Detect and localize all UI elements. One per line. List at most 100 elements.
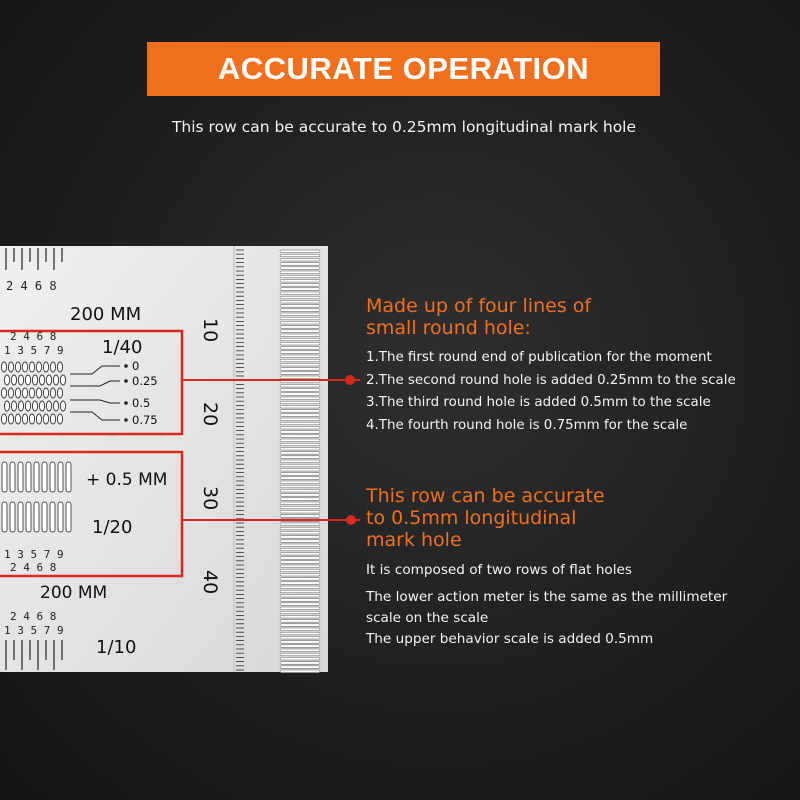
title-banner: ACCURATE OPERATION [147, 42, 660, 96]
half-digits-odd: 1 3 5 7 9 [4, 548, 64, 561]
slot [279, 367, 321, 371]
banner-title: ACCURATE OPERATION [217, 51, 590, 86]
slot [279, 640, 321, 644]
slot [279, 543, 321, 547]
flat-holes [1, 461, 72, 533]
round-holes [0, 361, 67, 425]
slot [279, 325, 321, 329]
slot [279, 346, 321, 350]
round-hole [21, 413, 29, 425]
section1-heading: Made up of four lines of small round hol… [366, 295, 591, 339]
section1-heading-line: small round hole: [366, 317, 531, 339]
flat-hole [49, 501, 56, 533]
slot [279, 493, 321, 497]
round-hole [49, 413, 57, 425]
ruler-illustration: 2 4 6 8 200 MM 2 4 6 8 1 3 5 7 9 1/40 0 … [0, 246, 360, 673]
vertical-number-40: 40 [199, 570, 221, 594]
round-hole [14, 387, 22, 399]
offset-025: 0.25 [132, 374, 158, 388]
round-hole [56, 361, 64, 373]
slot [279, 279, 321, 283]
slot [279, 526, 321, 531]
slot [279, 354, 321, 358]
vertical-number-20: 20 [199, 402, 221, 426]
slot [279, 652, 321, 657]
slot [279, 363, 321, 367]
round-hole [28, 361, 36, 373]
round-hole [7, 413, 15, 425]
round-hole [7, 361, 15, 373]
slot [279, 384, 321, 388]
flat-hole [41, 461, 48, 493]
slot [279, 375, 321, 379]
slot [279, 602, 321, 606]
slot [279, 468, 321, 472]
half-digits-even: 2 4 6 8 [10, 561, 56, 574]
slot [279, 522, 321, 526]
round-hole [14, 413, 22, 425]
slot [279, 476, 321, 480]
slot [279, 573, 321, 577]
slot [279, 342, 321, 346]
flat-hole [9, 461, 16, 493]
round-hole [10, 400, 18, 412]
slot [279, 631, 321, 636]
round-hole [38, 374, 46, 386]
half-ratio: 1/20 [92, 517, 132, 538]
slot [279, 405, 321, 409]
marker-dot-1 [340, 375, 355, 385]
slot [279, 262, 321, 266]
slot [279, 636, 321, 640]
slot [279, 253, 321, 258]
slot [279, 497, 321, 501]
round-hole [7, 387, 15, 399]
top-digits: 2 4 6 8 [6, 279, 57, 293]
round-hole [56, 387, 64, 399]
flat-hole [41, 501, 48, 533]
slot [279, 249, 321, 253]
slot [279, 316, 321, 321]
section2-heading: This row can be accurate to 0.5mm longit… [366, 485, 605, 551]
quarter-digits-odd: 1 3 5 7 9 [4, 344, 64, 357]
slot [279, 661, 321, 665]
round-hole [35, 387, 43, 399]
quarter-digits-even: 2 4 6 8 [10, 330, 56, 343]
tenth-ratio: 1/10 [96, 637, 136, 658]
slot [279, 623, 321, 627]
offset-05: 0.5 [132, 396, 150, 410]
slot [279, 459, 321, 463]
slot [279, 484, 321, 489]
slot [279, 501, 321, 505]
flat-hole [17, 501, 24, 533]
slot [279, 270, 321, 274]
round-hole [21, 387, 29, 399]
round-hole [21, 361, 29, 373]
section1-heading-line: Made up of four lines of [366, 295, 592, 317]
slot [279, 312, 321, 316]
round-hole [0, 387, 8, 399]
top-scale-label: 200 MM [70, 304, 141, 325]
subtitle: This row can be accurate to 0.25mm longi… [171, 118, 637, 136]
vertical-number-30: 30 [199, 486, 221, 510]
bottom-scale-label: 200 MM [40, 583, 107, 603]
slot [279, 585, 321, 589]
slot [279, 350, 321, 354]
offset-leaders [70, 365, 120, 421]
slot [279, 430, 321, 434]
offset-0: 0 [132, 359, 139, 373]
slot [279, 606, 321, 610]
slot [279, 560, 321, 564]
round-hole [45, 400, 53, 412]
round-hole [42, 361, 50, 373]
vertical-number-10: 10 [199, 318, 221, 342]
round-hole [24, 374, 32, 386]
round-hole [3, 374, 11, 386]
slot [279, 438, 321, 442]
round-hole [31, 374, 39, 386]
offset-075: 0.75 [132, 413, 158, 427]
slot [279, 417, 321, 421]
half-offset-label: + 0.5 MM [86, 470, 167, 490]
list-item: 4.The fourth round hole is 0.75mm for th… [366, 417, 688, 433]
slot [279, 535, 321, 539]
round-hole [35, 413, 43, 425]
